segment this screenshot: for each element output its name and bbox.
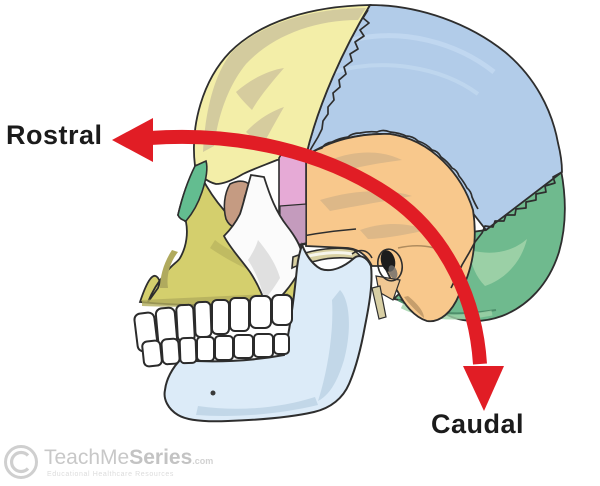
parietal-streak-2	[333, 63, 480, 96]
occipital-highlight	[470, 239, 527, 286]
coronal-suture	[306, 9, 370, 157]
zygomatic-shade	[248, 240, 280, 300]
watermark-tagline: Educational Healthcare Resources	[47, 471, 174, 478]
mandible-bone	[163, 242, 373, 423]
watermark-brand-bold: Series	[129, 446, 193, 469]
rostral-arrowhead-icon	[112, 118, 153, 162]
mandibular-fossa-line	[351, 249, 373, 259]
rostral-label: Rostral	[6, 120, 103, 150]
watermark: TeachMeSeries.com Educational Healthcare…	[2, 443, 262, 483]
frontal-shade-finger	[236, 68, 284, 110]
frontal-shade-band	[203, 8, 366, 152]
temporal-shade-3	[360, 224, 426, 239]
ear-canal-smudge	[388, 265, 398, 279]
mental-foramen	[210, 390, 216, 396]
caudal-label: Caudal	[431, 409, 525, 439]
squamosal-suture	[305, 129, 479, 210]
teeth	[133, 294, 293, 368]
mastoid-crease	[404, 296, 424, 318]
watermark-domain: .com	[192, 456, 214, 466]
tympanic-ring-outline	[376, 248, 404, 282]
caudal-arrowhead-icon	[463, 366, 504, 411]
nasal-aperture-shade	[160, 250, 178, 288]
nasal-bone	[177, 159, 208, 222]
styloid-process	[371, 285, 387, 320]
watermark-brand: TeachMeSeries.com	[44, 446, 213, 470]
copyright-circle-icon	[4, 445, 38, 479]
rostral-caudal-arrow-shaft	[149, 129, 487, 365]
mandible-body-shade	[196, 397, 318, 416]
lambdoid-suture	[450, 171, 563, 289]
suture-lines	[305, 9, 563, 289]
mandible-ramus-shade	[318, 290, 349, 401]
watermark-brand-regular: TeachMe	[44, 446, 130, 469]
parietal-streak	[351, 33, 496, 74]
